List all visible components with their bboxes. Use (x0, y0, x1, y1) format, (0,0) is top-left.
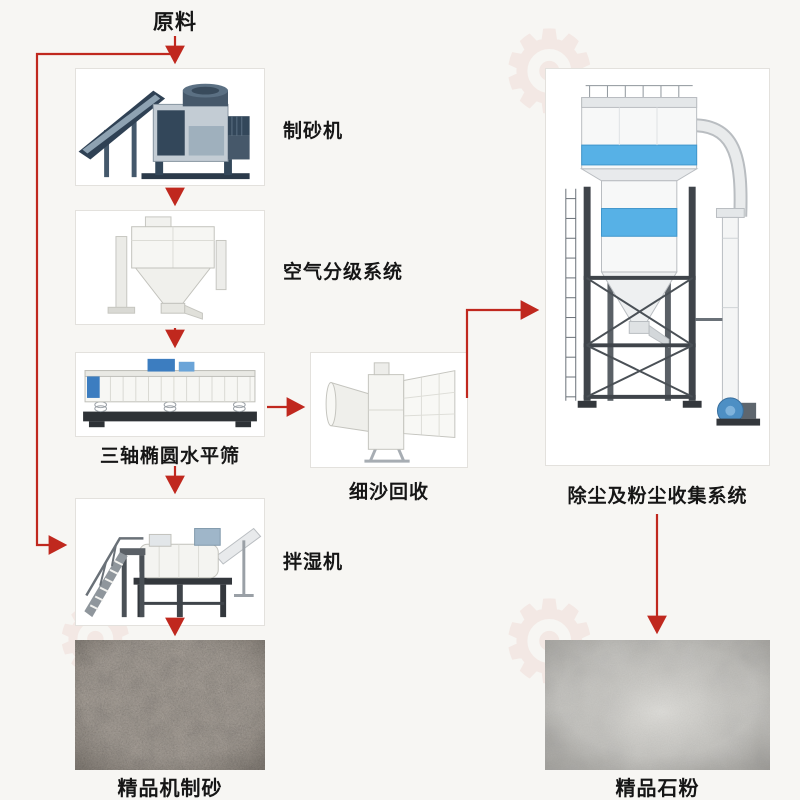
node-air-classifier (75, 210, 265, 325)
label-finished-powder: 精品石粉 (615, 778, 700, 800)
fine-sand-recycling-illustration (325, 362, 456, 463)
label-sand-maker: 制砂机 (283, 121, 344, 142)
finished-sand-photo (75, 640, 265, 770)
node-wet-mixer (75, 498, 265, 626)
sand-maker-illustration (78, 83, 250, 180)
label-fine-sand: 细沙回收 (348, 482, 429, 503)
label-air-classifier: 空气分级系统 (283, 262, 404, 283)
node-dust-collection (545, 68, 770, 466)
wet-mixer-illustration (84, 527, 262, 618)
finished-powder-photo (545, 640, 770, 770)
node-sand-maker (75, 68, 265, 186)
dust-collection-illustration (565, 85, 761, 426)
label-wet-mixer: 拌湿机 (283, 552, 344, 573)
label-raw-material: 原料 (153, 11, 197, 34)
triaxial-screen-illustration (83, 358, 257, 428)
label-dust-collection: 除尘及粉尘收集系统 (567, 486, 748, 507)
node-fine-sand-recycling (310, 352, 468, 468)
arrow-fine-sand-to-dust (465, 300, 540, 398)
label-finished-sand: 精品机制砂 (117, 778, 223, 800)
node-triaxial-screen (75, 352, 265, 437)
sand-texture (75, 640, 265, 770)
air-classifier-illustration (107, 216, 227, 320)
powder-texture (545, 640, 770, 770)
label-triaxial-screen: 三轴椭圆水平筛 (99, 446, 240, 467)
